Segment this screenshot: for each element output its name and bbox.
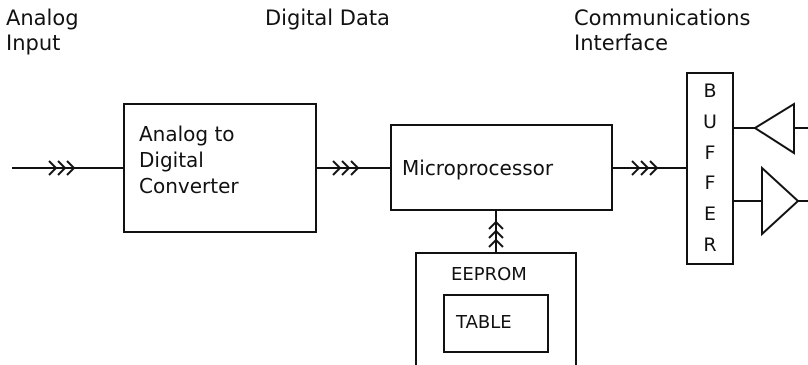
digital-data-label: Digital Data xyxy=(265,6,390,30)
buffer-letter: E xyxy=(703,203,716,226)
adc-label-line: Analog to xyxy=(139,122,235,146)
communications-interface-label: Communications Interface xyxy=(574,6,750,56)
adc-label-line: Digital xyxy=(139,148,204,172)
analog-input-label: Analog Input xyxy=(6,6,79,56)
microprocessor-label: Microprocessor xyxy=(402,156,554,180)
buffer-letter: R xyxy=(703,233,717,256)
communications-interface-label-line: Interface xyxy=(574,31,669,55)
buffer-label: B U F F E R xyxy=(687,76,733,261)
buffer-letter: F xyxy=(704,172,716,195)
buffer-letter: B xyxy=(703,80,717,102)
buffer-letter: U xyxy=(703,110,717,133)
adc-label: Analog to Digital Converter xyxy=(139,121,239,199)
eeprom-bus-chevron-icon xyxy=(488,220,504,248)
table-label: TABLE xyxy=(456,312,512,333)
transmitter-triangle-icon xyxy=(761,165,800,237)
eeprom-label: EEPROM xyxy=(451,264,527,285)
table-box xyxy=(443,294,549,353)
analog-input-label-line: Input xyxy=(6,31,61,55)
output-bus-chevron-icon xyxy=(631,160,659,176)
communications-interface-label-line: Communications xyxy=(574,6,751,30)
buffer-letter: F xyxy=(704,141,716,164)
digital-data-bus-chevron-icon xyxy=(332,160,360,176)
receiver-triangle-icon xyxy=(753,102,795,155)
input-bus-chevron-icon xyxy=(48,160,76,176)
adc-label-line: Converter xyxy=(139,174,239,198)
analog-input-label-line: Analog xyxy=(6,6,79,30)
